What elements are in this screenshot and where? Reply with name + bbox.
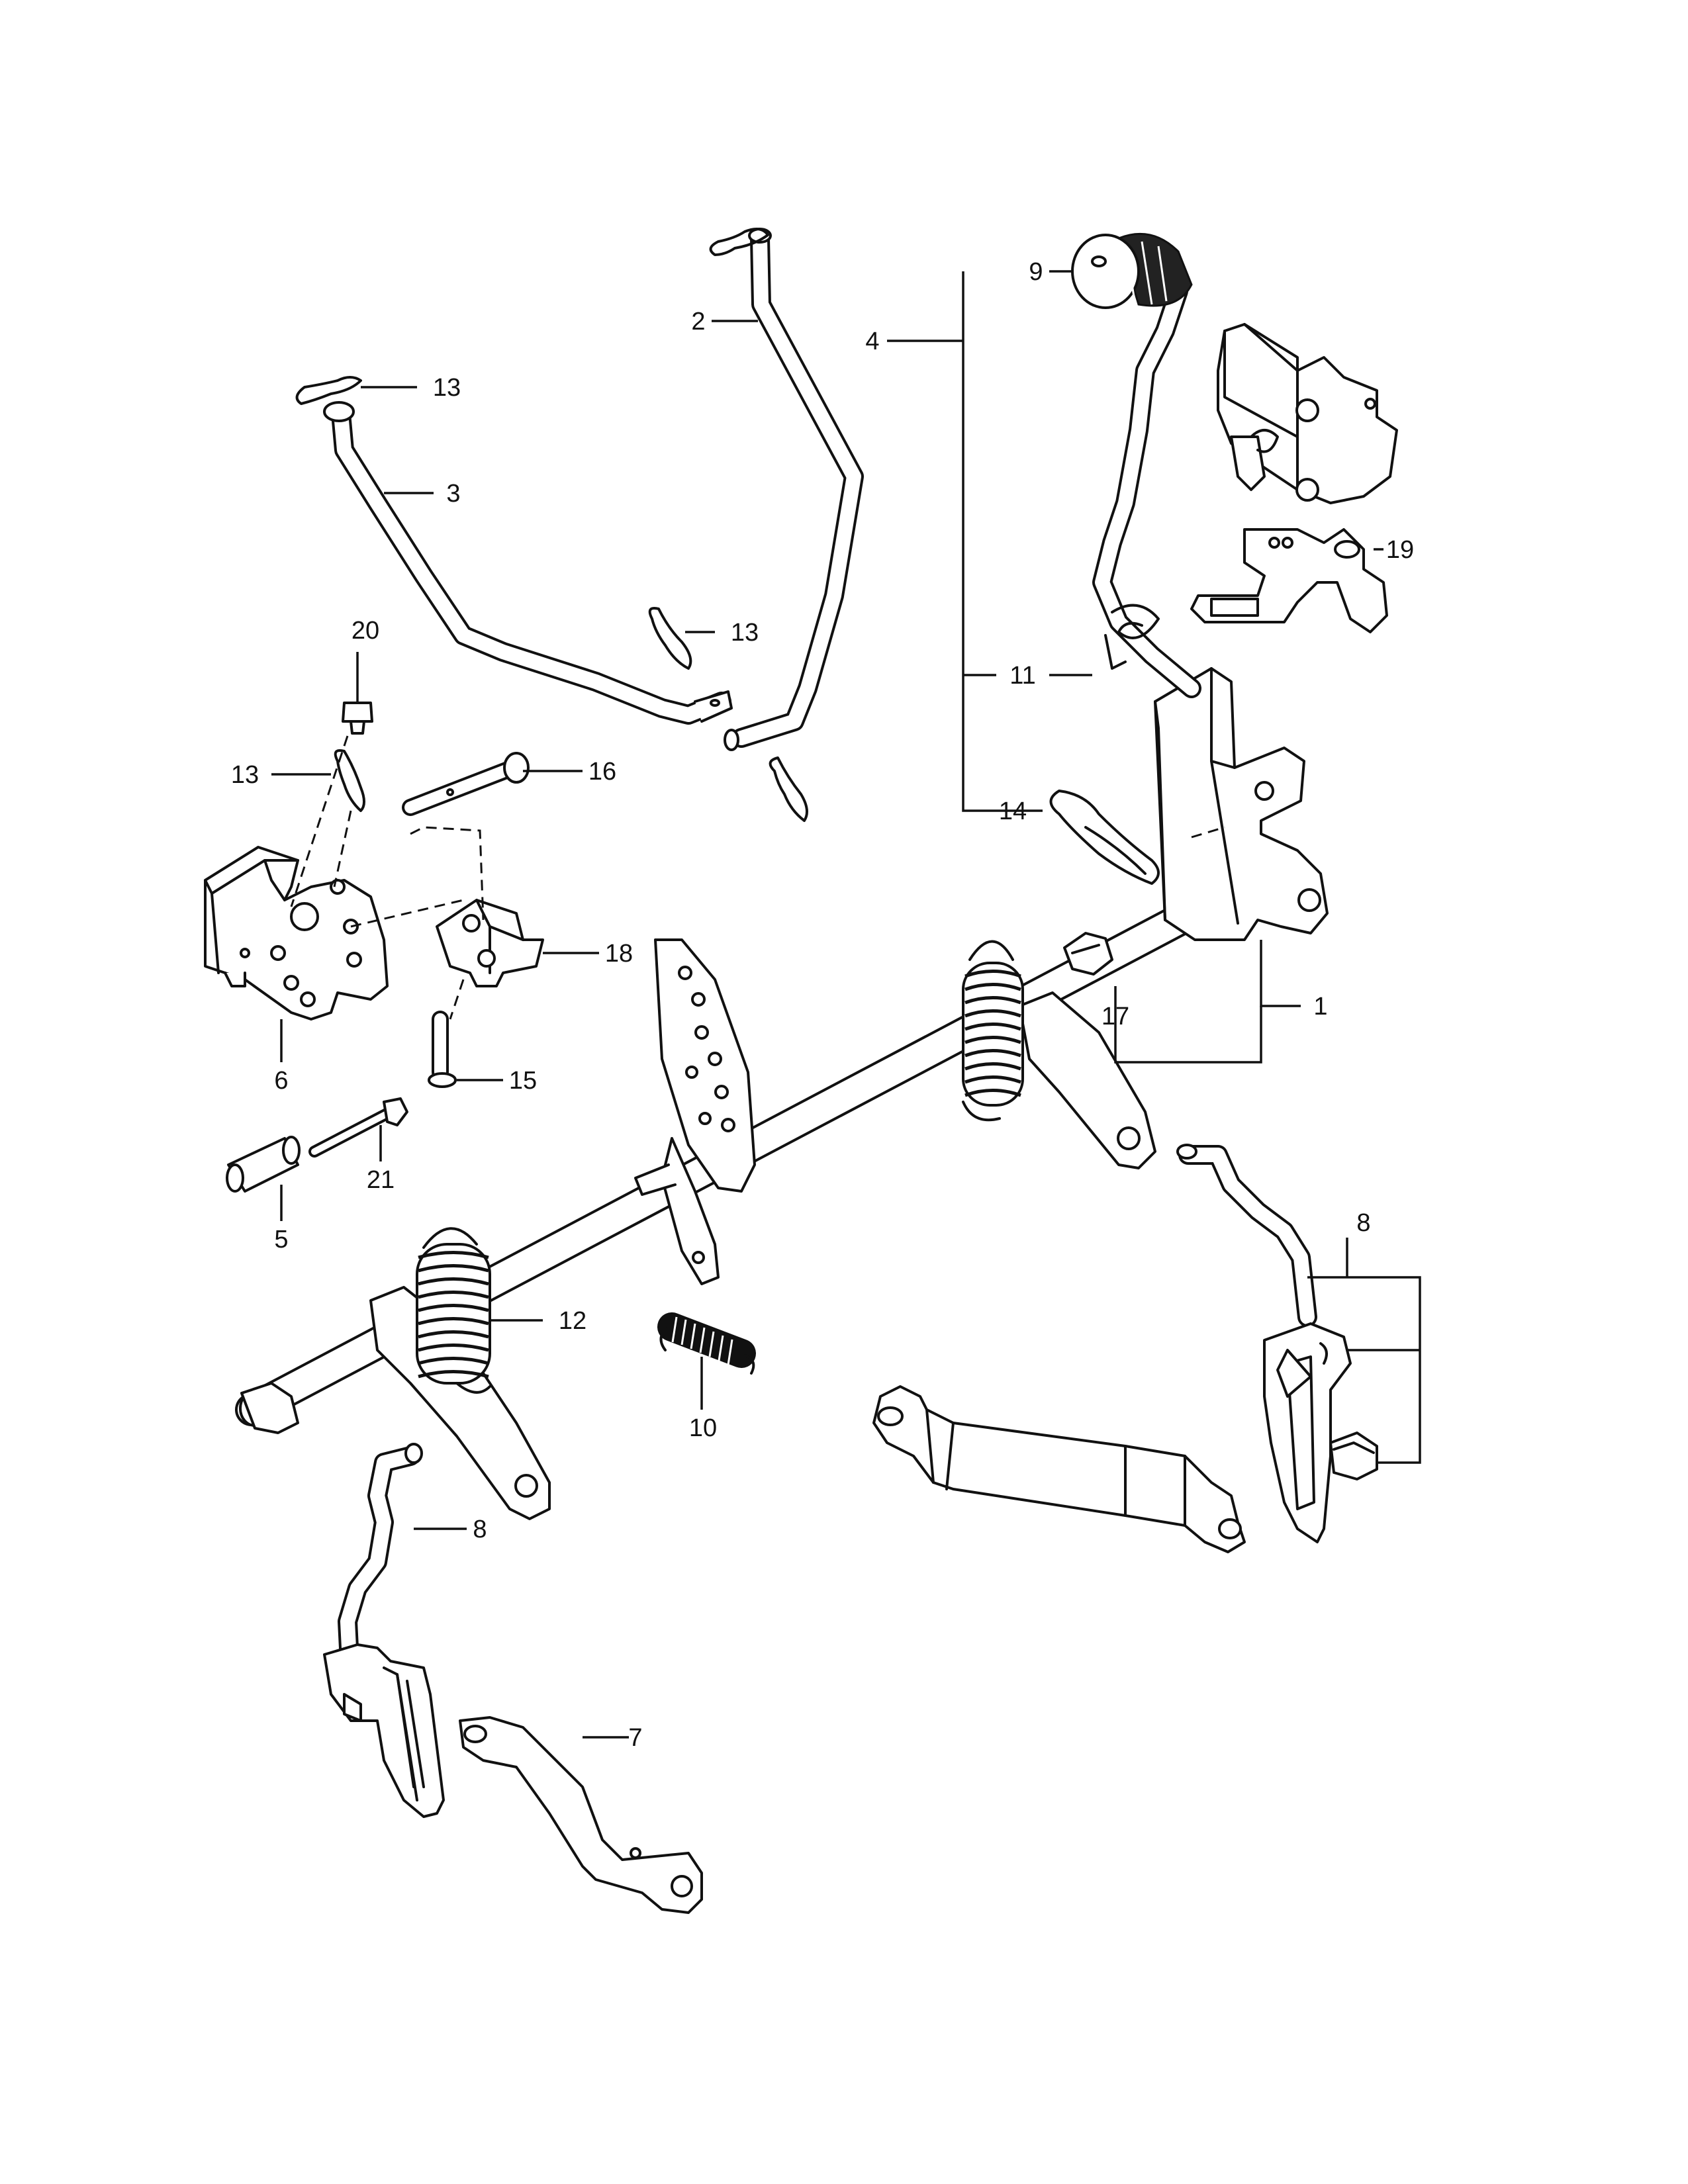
hairpin-clip-rod2-top xyxy=(709,228,769,256)
adjust-link-left xyxy=(323,1643,445,1818)
callout-8-left: 8 xyxy=(473,1516,487,1543)
front-link-bar-7 xyxy=(459,1716,703,1914)
callout-8-right: 8 xyxy=(1356,1209,1370,1237)
lift-rod-2 xyxy=(724,228,864,751)
callout-18: 18 xyxy=(605,940,633,968)
callout-15: 15 xyxy=(509,1067,537,1095)
leader-lines xyxy=(271,270,1421,1739)
callout-10: 10 xyxy=(689,1414,717,1442)
compression-spring-10 xyxy=(657,1312,756,1375)
adjust-link-right xyxy=(1263,1322,1352,1543)
hairpin-clip-13-top xyxy=(295,376,362,405)
callout-6: 6 xyxy=(274,1067,288,1095)
assembly-dashed-lines xyxy=(290,735,1225,1020)
callout-17: 17 xyxy=(1102,1003,1129,1030)
callout-2: 2 xyxy=(691,308,705,336)
callout-16: 16 xyxy=(588,758,616,786)
callout-3: 3 xyxy=(446,480,460,508)
clevis-pin-15 xyxy=(428,1011,457,1088)
callout-20: 20 xyxy=(352,617,379,645)
hairpin-clip-rod2-bottom xyxy=(769,756,808,822)
lift-arm-upper-right xyxy=(1018,991,1156,1169)
callout-21: 21 xyxy=(367,1166,395,1194)
callout-4: 4 xyxy=(865,328,879,355)
callout-labels: 9 4 11 14 2 13 3 13 19 20 13 16 18 1 17 … xyxy=(231,258,1414,1752)
callout-5: 5 xyxy=(274,1226,288,1253)
carriage-bolt-21 xyxy=(308,1097,408,1158)
lock-nut-right xyxy=(1329,1432,1378,1480)
hairpin-clip-13-left xyxy=(334,749,365,812)
center-adjust-plate xyxy=(634,938,756,1285)
callout-19: 19 xyxy=(1386,536,1414,564)
extension-spring-upper xyxy=(962,940,1024,1122)
lift-rod-3 xyxy=(323,401,733,725)
hex-nut-17 xyxy=(1063,932,1113,976)
adjust-rod-8-left xyxy=(338,1443,423,1671)
lever-spring-clip-11 xyxy=(1104,604,1160,670)
callout-12: 12 xyxy=(559,1307,586,1335)
callout-7: 7 xyxy=(628,1724,642,1752)
callout-13-mid: 13 xyxy=(731,619,759,647)
pivot-bracket-18 xyxy=(436,899,544,987)
hairpin-clip-13-mid xyxy=(648,607,692,670)
pivot-bracket-assembly xyxy=(1217,323,1398,504)
adjust-rod-8-right xyxy=(1176,1144,1317,1327)
lift-lever-4 xyxy=(1092,281,1201,698)
mounting-bracket-6 xyxy=(204,846,389,1021)
extension-spring-12 xyxy=(416,1227,491,1394)
callout-13-top: 13 xyxy=(433,374,461,402)
hairpin-clip-14 xyxy=(1049,790,1160,885)
pivot-link-19 xyxy=(1190,528,1388,633)
shoulder-bolt-20 xyxy=(342,702,373,735)
shaft-bracket-1 xyxy=(1154,667,1329,941)
callout-1: 1 xyxy=(1313,993,1327,1021)
lever-knob-9 xyxy=(1071,232,1193,309)
spacer-5 xyxy=(226,1136,301,1193)
callout-9: 9 xyxy=(1029,258,1043,286)
callout-11: 11 xyxy=(1009,662,1035,690)
clevis-pin-16 xyxy=(402,752,530,816)
callout-13-left: 13 xyxy=(231,761,259,789)
callout-14: 14 xyxy=(999,797,1027,825)
front-link-bar-right xyxy=(872,1385,1246,1553)
